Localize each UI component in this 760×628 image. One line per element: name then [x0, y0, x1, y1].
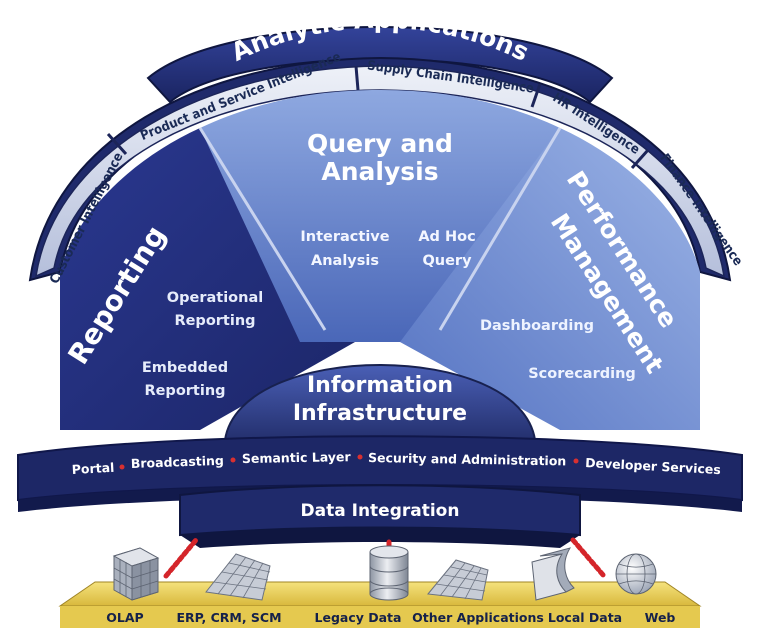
web-globe-icon: [615, 553, 657, 595]
query-item-1b: Analysis: [311, 253, 379, 269]
source-local-data: Local Data: [548, 610, 622, 625]
information-infrastructure-title-2: Infrastructure: [293, 401, 467, 426]
sector-performance-management: [400, 128, 700, 430]
reporting-item-2b: Reporting: [144, 383, 225, 399]
legacy-data-database-icon: [369, 545, 409, 601]
service-developer-services: Developer Services: [585, 455, 721, 477]
performance-item-dashboarding: Dashboarding: [480, 318, 594, 334]
query-analysis-title-2: Analysis: [321, 157, 438, 186]
local-data-file-icon: [531, 547, 575, 601]
source-legacy-data: Legacy Data: [315, 610, 402, 625]
source-web: Web: [645, 610, 676, 625]
data-integration-band: [179, 484, 581, 548]
reporting-item-2a: Embedded: [142, 360, 228, 376]
service-separators: [119, 454, 579, 470]
service-security-administration: Security and Administration: [368, 450, 566, 468]
services-list: Portal Broadcasting Semantic Layer Secur…: [71, 449, 721, 477]
query-item-1a: Interactive: [300, 229, 389, 245]
data-integration-label: Data Integration: [301, 501, 460, 521]
query-item-2a: Ad Hoc: [418, 229, 475, 245]
source-other-applications: Other Applications: [412, 610, 544, 625]
source-erp-crm-scm: ERP, CRM, SCM: [176, 610, 281, 625]
service-semantic-layer: Semantic Layer: [242, 449, 352, 466]
query-item-2b: Query: [422, 253, 472, 269]
olap-cube-icon: [112, 547, 160, 601]
information-infrastructure-dome: [223, 364, 537, 441]
data-source-labels: OLAP ERP, CRM, SCM Legacy Data Other App…: [106, 610, 675, 625]
reporting-item-1a: Operational: [167, 290, 263, 306]
erp-crm-scm-grid-icon: [205, 553, 271, 601]
sector-reporting: [60, 128, 355, 430]
query-analysis-title-1: Query and: [307, 129, 453, 158]
source-olap: OLAP: [106, 610, 143, 625]
services-band: [17, 435, 743, 512]
information-infrastructure-title-1: Information: [307, 373, 453, 398]
service-broadcasting: Broadcasting: [131, 453, 225, 471]
other-applications-grid-icon: [427, 559, 489, 601]
reporting-item-1b: Reporting: [174, 313, 255, 329]
service-portal: Portal: [71, 460, 114, 477]
performance-item-scorecarding: Scorecarding: [528, 366, 636, 382]
